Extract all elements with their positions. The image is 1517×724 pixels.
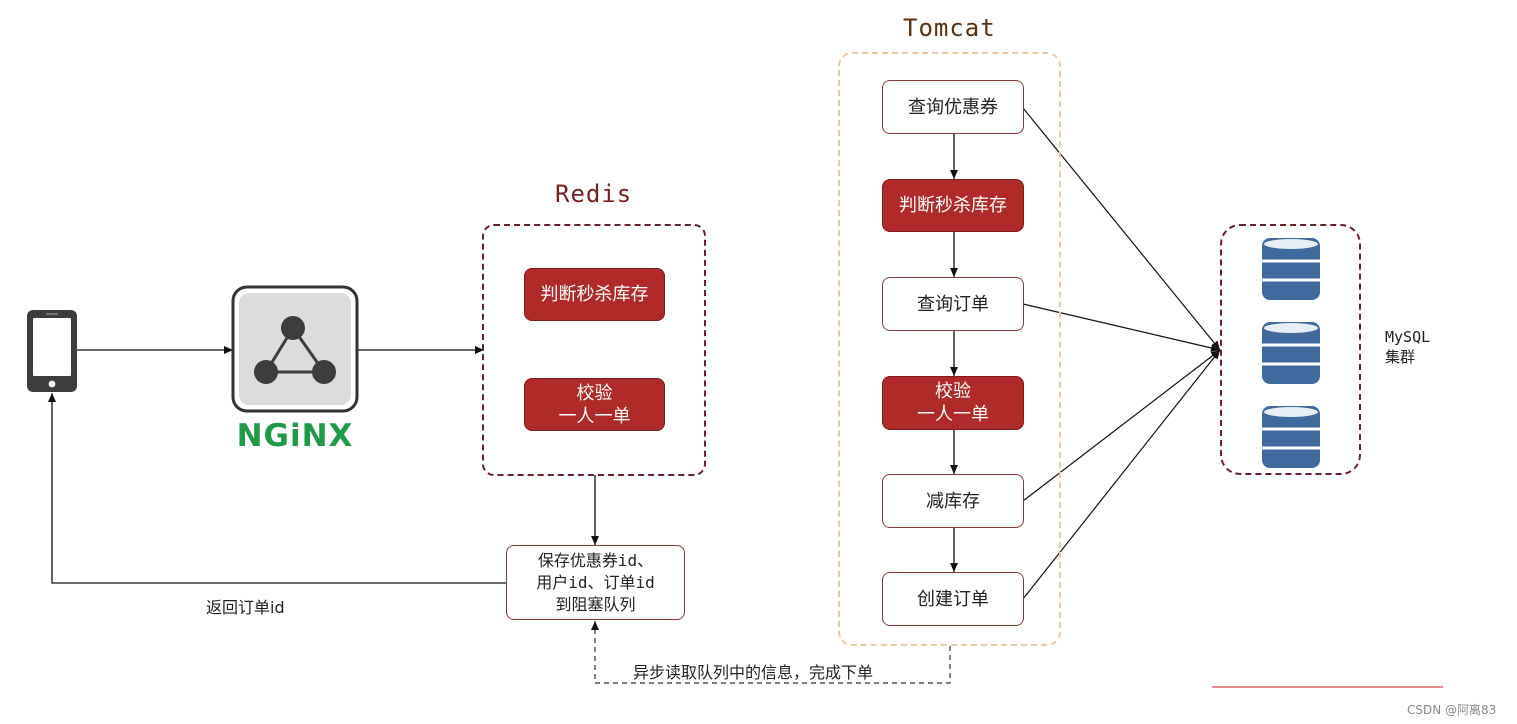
arrow-create-order-to-mysql <box>1022 349 1221 600</box>
redis-step-one-per-user: 校验 一人一单 <box>524 378 665 431</box>
mysql-label: MySQL 集群 <box>1385 327 1430 367</box>
mysql-group <box>1220 224 1361 475</box>
tomcat-step-create-order: 创建订单 <box>882 572 1024 626</box>
mysql-label-line2: 集群 <box>1385 348 1416 366</box>
arrow-query-coupon-to-mysql <box>1022 107 1221 351</box>
nginx-logo: NGiNX <box>228 418 362 454</box>
save-to-queue-box: 保存优惠券id、 用户id、订单id 到阻塞队列 <box>506 545 685 620</box>
redis-step-check-stock: 判断秒杀库存 <box>524 268 665 321</box>
redis-group <box>482 224 706 476</box>
return-order-id-label: 返回订单id <box>206 598 285 617</box>
redis-title: Redis <box>555 180 633 208</box>
tomcat-step-one-per-user: 校验 一人一单 <box>882 376 1024 430</box>
nginx-server-icon <box>231 285 359 413</box>
mysql-label-line1: MySQL <box>1385 328 1431 346</box>
arrow-return-to-phone <box>48 393 506 584</box>
mobile-phone-icon <box>27 310 77 392</box>
database-icon <box>1262 238 1320 300</box>
tomcat-step-query-order: 查询订单 <box>882 277 1024 331</box>
arrow-deduct-stock-to-mysql <box>1022 349 1221 502</box>
nginx-logo-text: NGiNX <box>236 418 354 454</box>
database-icon <box>1262 322 1320 384</box>
watermark: CSDN @阿离83 <box>1407 703 1497 717</box>
tomcat-title: Tomcat <box>903 14 996 42</box>
tomcat-step-check-stock: 判断秒杀库存 <box>882 179 1024 232</box>
tomcat-step-query-coupon: 查询优惠券 <box>882 80 1024 134</box>
tomcat-step-deduct-stock: 减库存 <box>882 474 1024 528</box>
arrow-query-order-to-mysql <box>1022 303 1221 352</box>
tomcat-group <box>838 52 1061 646</box>
database-icon <box>1262 406 1320 468</box>
arrow-async-to-queue <box>591 621 951 684</box>
async-process-label: 异步读取队列中的信息，完成下单 <box>633 663 874 682</box>
